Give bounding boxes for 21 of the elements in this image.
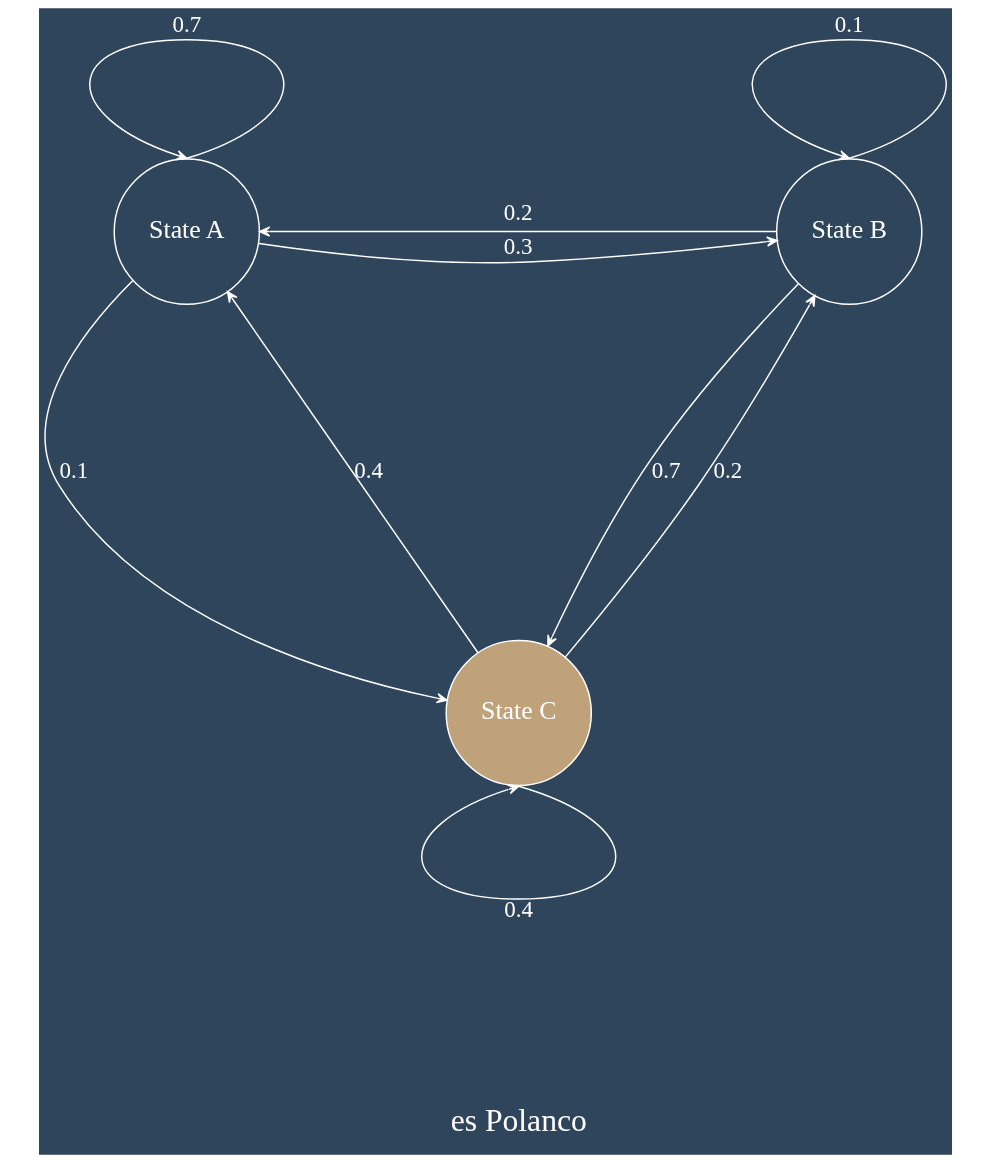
arrow: [420, 784, 616, 900]
node-circle: State B: [775, 158, 923, 305]
arrow: [257, 236, 778, 264]
edge-label: 0.7: [651, 457, 680, 483]
edge-label: 0.1: [834, 12, 864, 38]
arrow: [258, 226, 777, 237]
arrow: [546, 282, 799, 647]
arrow: [226, 290, 479, 654]
arrow: [751, 39, 947, 161]
edge-label: 0.1: [59, 457, 88, 483]
edge-label: 0.4: [353, 457, 383, 483]
edge-label: 0.2: [503, 199, 532, 225]
edge-label: 0.7: [171, 12, 201, 38]
arrow: [88, 39, 284, 161]
edge-label: 0.3: [503, 234, 532, 260]
arrow: [564, 294, 816, 658]
label: es Polanco: [450, 1103, 587, 1139]
edge-label: 0.4: [503, 897, 533, 923]
edge-label: 0.2: [712, 457, 742, 483]
node-circle: State C: [444, 639, 592, 787]
arrow: [43, 280, 448, 704]
